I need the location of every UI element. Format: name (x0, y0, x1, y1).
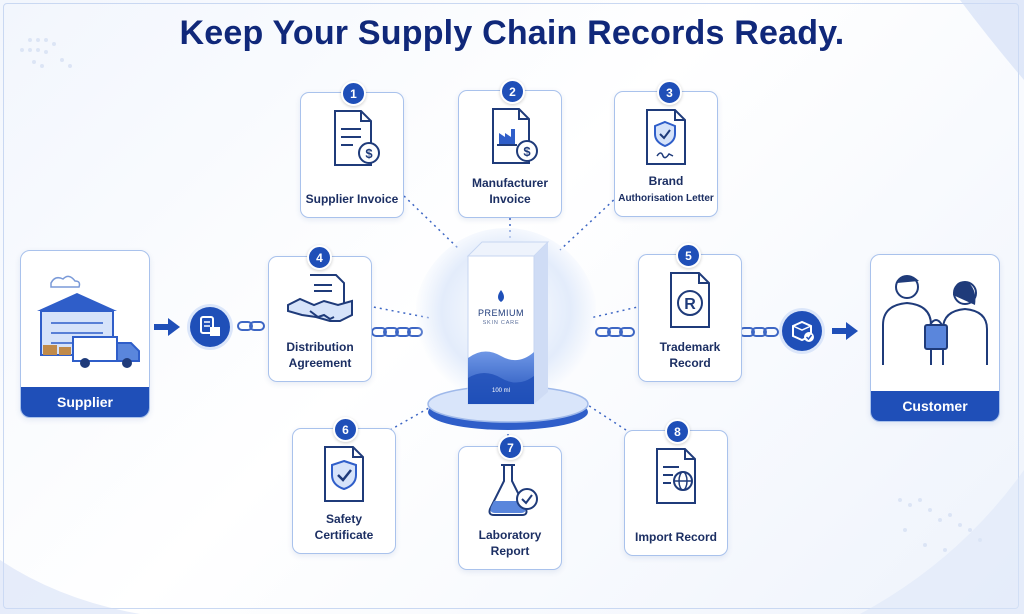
document-label-8: Import Record (634, 530, 717, 544)
svg-text:$: $ (365, 146, 373, 161)
supplier-label: Supplier (21, 387, 149, 417)
document-label-7: Laboratory Report (478, 528, 542, 558)
document-card-7: Laboratory Report (458, 446, 562, 570)
step-badge-7: 7 (498, 435, 523, 460)
package-check-icon (782, 311, 822, 351)
step-badge-5: 5 (676, 243, 701, 268)
document-label-1: Supplier Invoice (305, 192, 399, 206)
checklist-box-icon (190, 307, 230, 347)
trademark-icon: R (670, 272, 710, 328)
document-label-6: Safety Certificate (314, 512, 374, 542)
factory-invoice-icon: $ (492, 108, 538, 164)
step-badge-1: 1 (341, 81, 366, 106)
step-badge-2: 2 (500, 79, 525, 104)
shield-letter-icon (646, 109, 686, 165)
svg-text:$: $ (523, 144, 531, 159)
document-label-4: Distribution Agreement (286, 340, 354, 370)
page-title: Keep Your Supply Chain Records Ready. (179, 14, 845, 52)
customer-card: Customer (870, 254, 1000, 422)
handshake-icon (287, 274, 353, 322)
document-card-5: R Trademark Record (638, 254, 742, 382)
document-card-2: $ Manufacturer Invoice (458, 90, 562, 218)
document-card-4: Distribution Agreement (268, 256, 372, 382)
product-brand: PREMIUM (478, 308, 524, 318)
globe-document-icon (656, 448, 696, 504)
step-badge-3: 3 (657, 80, 682, 105)
product-subtitle: SKIN CARE (482, 320, 520, 326)
step-badge-4: 4 (307, 245, 332, 270)
product-volume: 100 ml (491, 388, 510, 394)
customer-label: Customer (871, 391, 999, 421)
document-label-3-line2: Authorisation Letter (618, 193, 714, 204)
customer-handoff-icon (882, 275, 988, 365)
supplier-card: Supplier (20, 250, 150, 418)
document-card-8: Import Record (624, 430, 728, 556)
document-label-5: Trademark Record (659, 340, 721, 370)
document-card-1: $ Supplier Invoice (300, 92, 404, 218)
document-label-3-line1: Brand (648, 174, 684, 188)
warehouse-truck-icon (37, 275, 140, 368)
step-badge-6: 6 (333, 417, 358, 442)
flask-check-icon (488, 464, 538, 516)
frame-border (3, 3, 1019, 609)
product-box-illustration (414, 228, 598, 430)
shield-check-icon (324, 446, 364, 502)
invoice-dollar-icon: $ (334, 110, 380, 166)
step-badge-8: 8 (665, 419, 690, 444)
product-display: PREMIUM SKIN CARE 100 ml (414, 228, 598, 438)
document-card-6: Safety Certificate (292, 428, 396, 554)
svg-text:R: R (684, 296, 696, 313)
document-label-2: Manufacturer Invoice (471, 176, 548, 206)
